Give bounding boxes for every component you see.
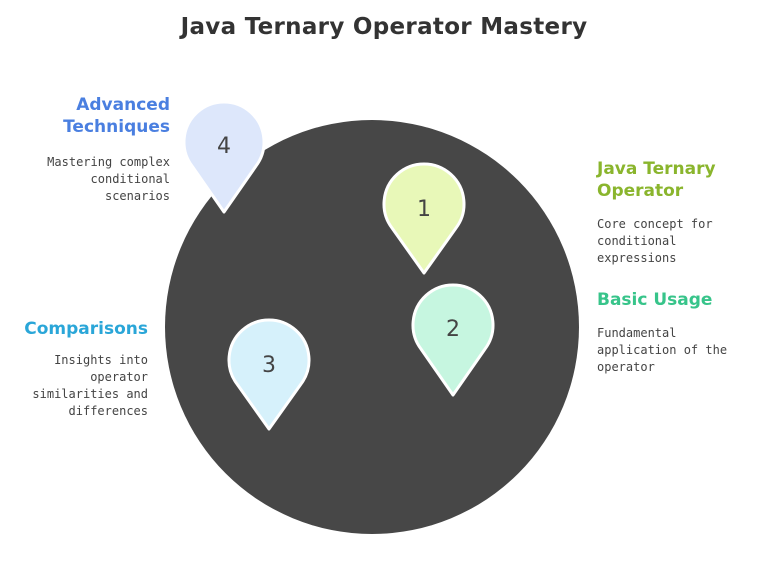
item-1-desc-line1: Core concept for xyxy=(597,217,713,231)
item-2-desc-line2: application of the xyxy=(597,343,728,357)
item-4-title: Advanced Techniques xyxy=(20,94,170,138)
item-1-description: Core concept for conditional expressions xyxy=(597,216,757,267)
pin-1: 1 xyxy=(382,162,466,275)
item-3-title: Comparisons xyxy=(10,318,148,340)
pin-4-shape xyxy=(182,100,266,214)
main-circle xyxy=(165,120,579,534)
item-4-title-line2: Techniques xyxy=(63,117,170,137)
pin-3: 3 xyxy=(227,318,311,431)
item-1-title: Java Ternary Operator xyxy=(597,158,757,202)
item-1-desc-line3: expressions xyxy=(597,251,677,265)
pin-3-shape xyxy=(227,318,311,431)
diagram-title: Java Ternary Operator Mastery xyxy=(180,14,588,40)
pin-3-number: 3 xyxy=(262,353,276,378)
item-3-description: Insights into operator similarities and … xyxy=(10,352,148,420)
pin-2-number: 2 xyxy=(446,317,460,342)
item-2-desc-line1: Fundamental xyxy=(597,326,677,340)
item-3-desc-line4: differences xyxy=(68,404,148,418)
item-1-title-line1: Java Ternary xyxy=(597,159,716,179)
item-2-title: Basic Usage xyxy=(597,289,757,311)
pin-2: 2 xyxy=(411,283,495,397)
item-3-title-line1: Comparisons xyxy=(24,319,148,339)
item-4-desc-line3: scenarios xyxy=(104,189,170,203)
item-2-desc-line3: operator xyxy=(597,360,655,374)
pin-4-number: 4 xyxy=(217,134,231,159)
pin-2-shape xyxy=(411,283,495,397)
item-1-desc-line2: conditional xyxy=(597,234,677,248)
pin-1-number: 1 xyxy=(417,197,431,222)
item-4-description: Mastering complex conditional scenarios xyxy=(20,154,170,205)
item-3-desc-line1: Insights into xyxy=(54,353,148,367)
pin-4: 4 xyxy=(182,100,266,214)
item-4-desc-line1: Mastering complex xyxy=(47,155,170,169)
item-4-title-line1: Advanced xyxy=(76,95,170,115)
item-3-desc-line2: operator xyxy=(90,370,148,384)
pin-1-shape xyxy=(382,162,466,275)
item-4-desc-line2: conditional xyxy=(90,172,170,186)
item-2-title-line1: Basic Usage xyxy=(597,290,713,310)
item-3-desc-line3: similarities and xyxy=(32,387,148,401)
item-1-title-line2: Operator xyxy=(597,181,684,201)
item-2-description: Fundamental application of the operator xyxy=(597,325,757,376)
